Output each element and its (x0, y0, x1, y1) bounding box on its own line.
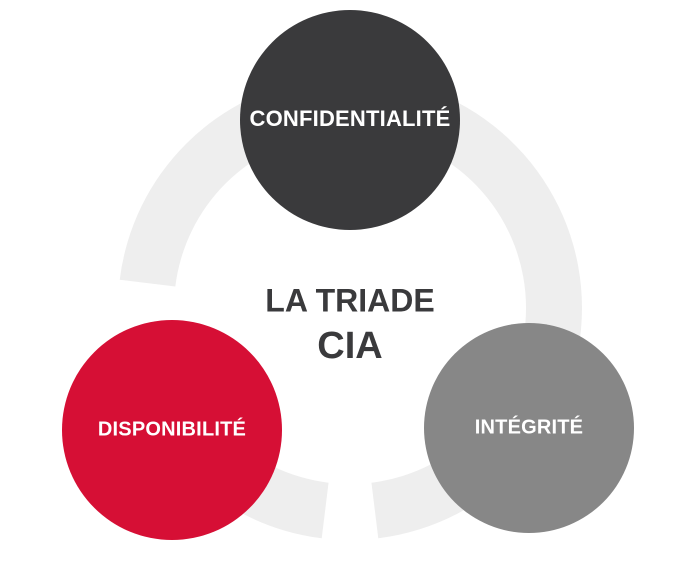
node-disponibilite[interactable]: DISPONIBILITÉ (62, 320, 282, 540)
disponibilite-label: DISPONIBILITÉ (98, 417, 246, 440)
integrite-circle[interactable] (424, 323, 634, 533)
confidentialite-circle[interactable] (240, 10, 460, 230)
confidentialite-label: CONFIDENTIALITÉ (250, 106, 451, 131)
node-confidentialite[interactable]: CONFIDENTIALITÉ (240, 10, 460, 230)
disponibilite-circle[interactable] (62, 320, 282, 540)
center-title-line-2: CIA (317, 325, 382, 367)
center-title: LA TRIADE CIA (265, 282, 434, 367)
integrite-label: INTÉGRITÉ (475, 415, 583, 438)
node-integrite[interactable]: INTÉGRITÉ (424, 323, 634, 533)
center-title-line-1: LA TRIADE (265, 282, 434, 318)
